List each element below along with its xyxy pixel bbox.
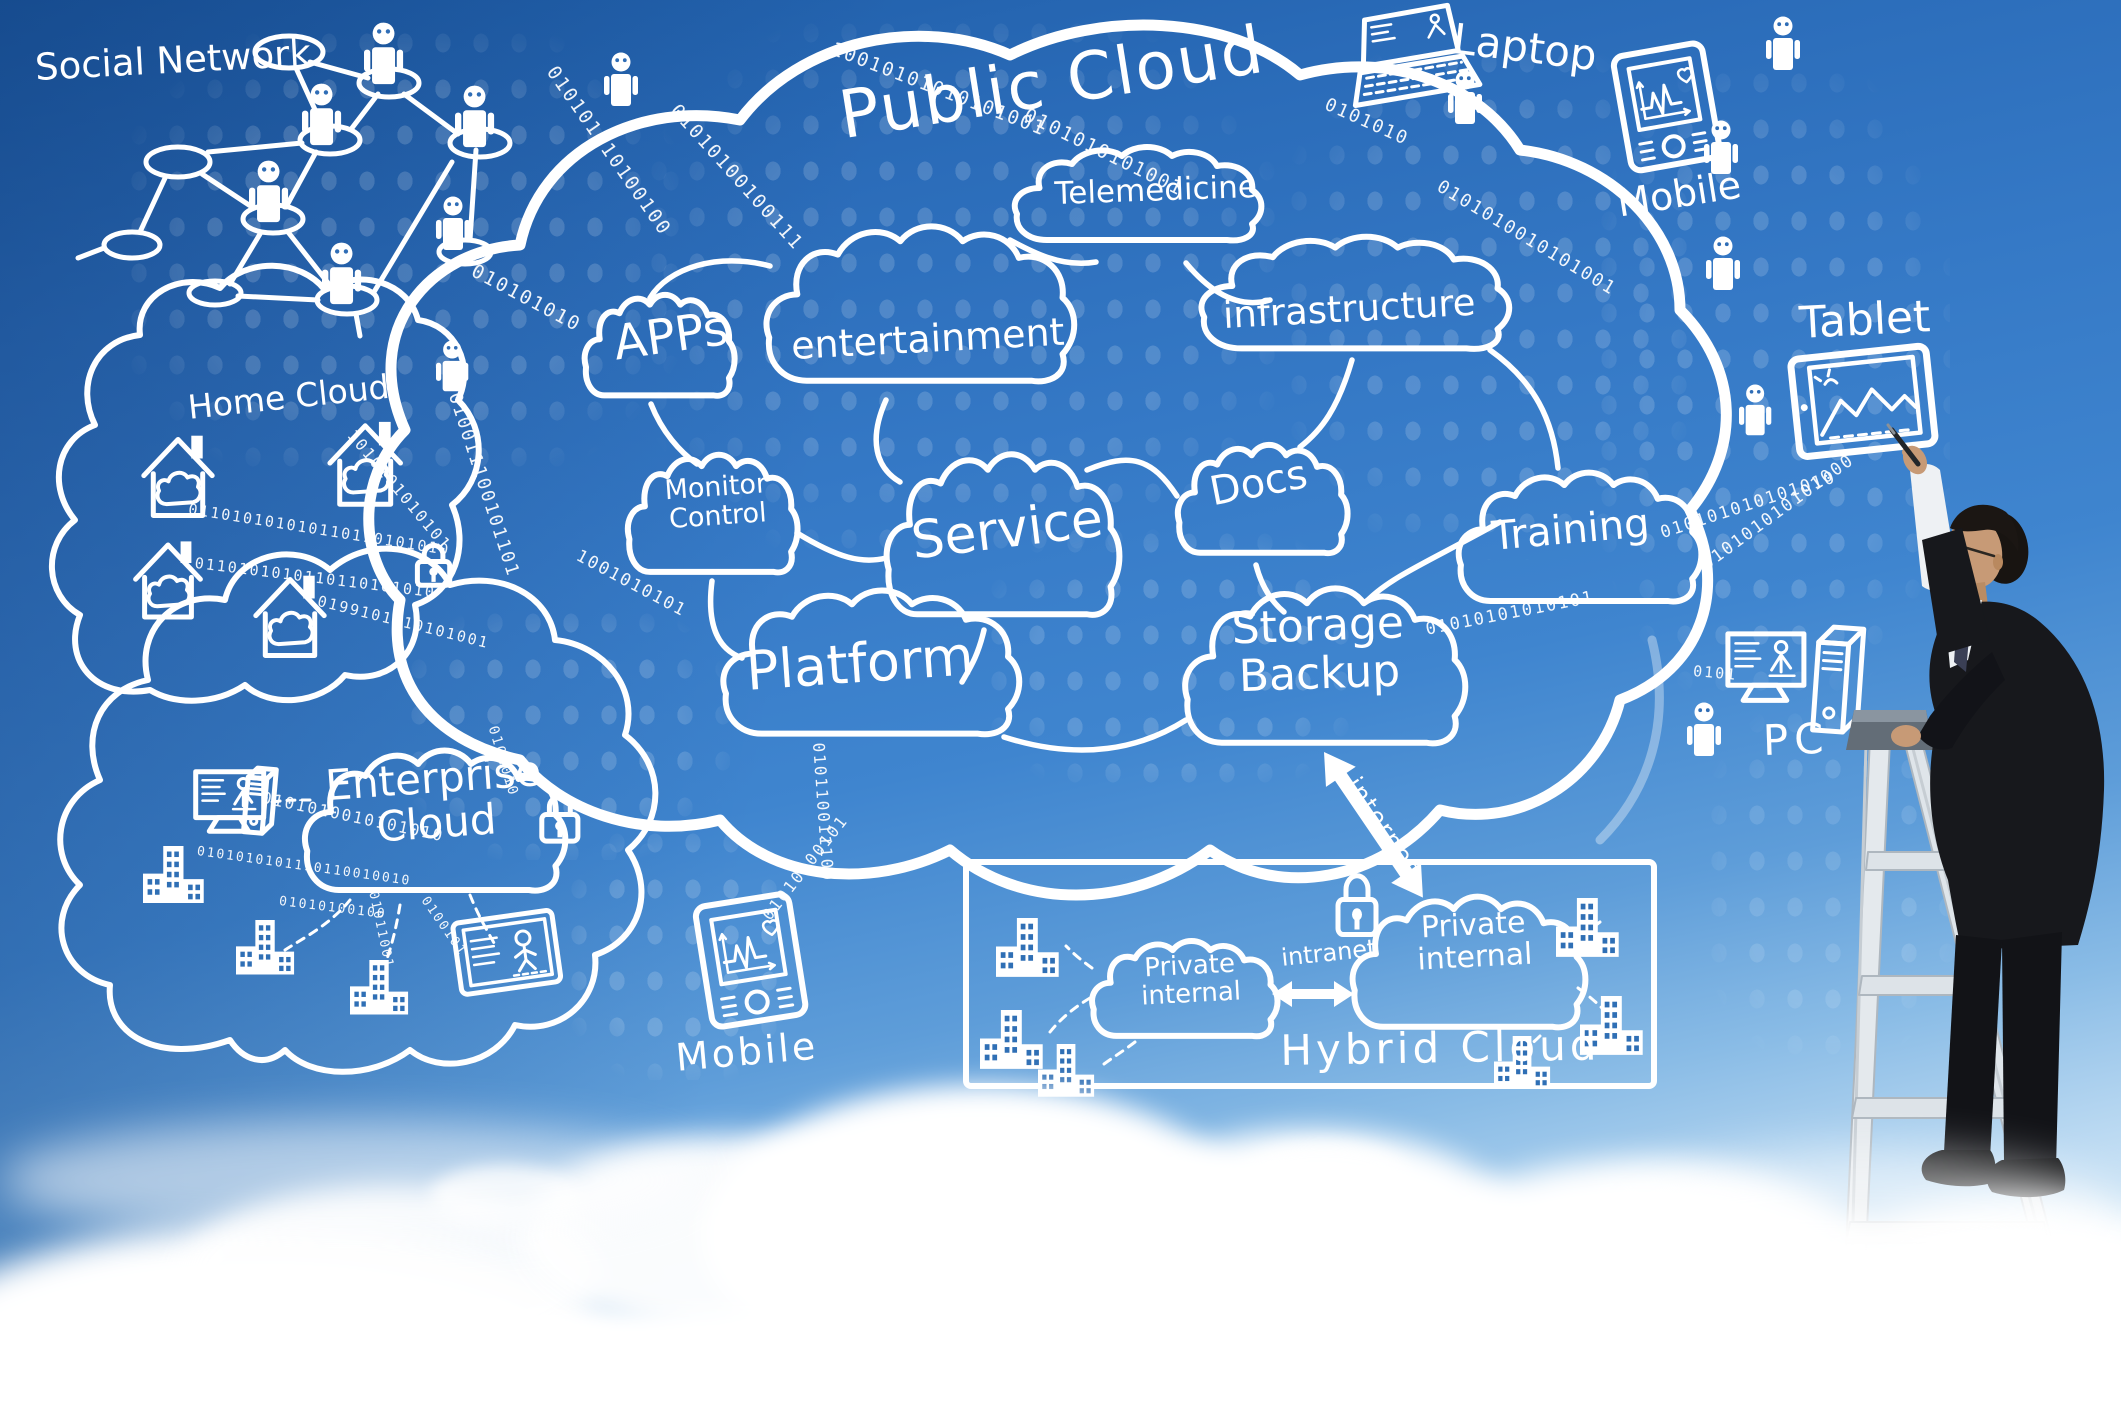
person-icon — [1765, 16, 1801, 71]
building-icon — [980, 1010, 1043, 1069]
label-hybrid-cloud: Hybrid Cloud — [1280, 1020, 1601, 1075]
mobile-icon — [694, 893, 806, 1028]
hair — [1950, 504, 2019, 552]
hybrid-cloud-box-group — [966, 862, 1654, 1097]
person-icon — [1686, 702, 1722, 757]
person-icon — [455, 86, 494, 148]
intranet-arrow — [1272, 981, 1354, 1007]
lock-icon — [1338, 876, 1376, 935]
person-icon — [1705, 236, 1741, 291]
building-icon — [236, 920, 294, 975]
house-icon — [256, 576, 324, 656]
building-icon — [1556, 898, 1619, 957]
label-storage-backup: Storage Backup — [1212, 597, 1425, 702]
label-private-internal-left: Private internal — [1114, 948, 1267, 1012]
pen-icon — [1892, 430, 1918, 464]
pc-monitor-icon — [1728, 634, 1804, 701]
person-icon — [249, 161, 288, 223]
label-pc: PC — [1762, 713, 1831, 765]
label-private-internal-right: Private internal — [1390, 905, 1558, 978]
halftone-dots — [980, 520, 1360, 800]
home-cloud-group — [52, 266, 479, 701]
internet-arrow — [1324, 752, 1423, 898]
person-icon — [322, 243, 361, 305]
halftone-dots — [1280, 40, 1700, 560]
house-icon — [136, 541, 201, 617]
person-icon — [603, 52, 639, 107]
enterprise-cloud-group — [60, 549, 655, 1072]
public-cloud-outline — [369, 25, 1727, 895]
desktop-monitor-icon — [196, 772, 264, 832]
building-icon — [996, 918, 1059, 977]
label-tablet: Tablet — [1798, 291, 1932, 349]
label-monitor-control: Monitor Control — [640, 468, 794, 537]
person-icon — [1738, 384, 1772, 436]
building-icon — [143, 846, 204, 903]
tablet-icon — [1790, 346, 1935, 458]
label-storage-line2: Backup — [1237, 645, 1401, 702]
cloud-wisp — [1245, 1142, 1405, 1206]
building-icon — [350, 960, 408, 1015]
cloud-haze — [1600, 1150, 2120, 1270]
cloud-haze — [0, 1120, 700, 1240]
tablet-doc-icon — [452, 910, 561, 995]
binary-stream: 0101 — [1692, 662, 1738, 684]
